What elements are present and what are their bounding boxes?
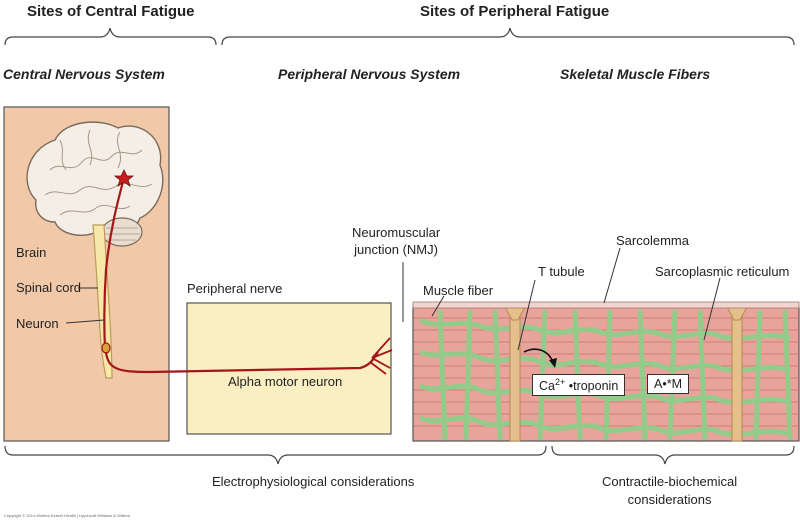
label-spinal-cord: Spinal cord [16, 280, 82, 295]
brace-contractile [551, 445, 795, 465]
label-t-tubule: T tubule [538, 264, 585, 279]
alpha-motor-neuron-axon [104, 351, 379, 374]
subheader-pns: Peripheral Nervous System [278, 66, 461, 82]
spinal-synapse [101, 342, 111, 354]
header-peripheral-fatigue: Sites of Peripheral Fatigue [420, 3, 610, 20]
sarcolemma-pointer [603, 247, 621, 304]
label-neuron: Neuron [16, 316, 59, 331]
label-sarcoplasmic-reticulum: Sarcoplasmic reticulum [655, 264, 790, 279]
label-brain: Brain [16, 245, 47, 260]
ca-troponin-box: Ca2+ •troponin [532, 374, 626, 397]
spinal-cord [92, 224, 113, 379]
ca-charge: 2+ [554, 377, 566, 387]
brace-central [4, 27, 217, 46]
muscle-fiber-block [412, 301, 800, 442]
label-contractile-line1: Contractile-biochemical [602, 474, 738, 489]
label-muscle-fiber: Muscle fiber [423, 283, 494, 298]
ca-symbol: Ca [539, 379, 555, 394]
brace-electro [4, 445, 547, 465]
label-contractile-line2: considerations [627, 492, 712, 507]
neuron-pointer [65, 319, 105, 324]
label-alpha-motor-neuron: Alpha motor neuron [228, 374, 343, 389]
ca-release-arrow [523, 348, 554, 363]
label-electrophysiological: Electrophysiological considerations [212, 474, 415, 489]
brace-peripheral [221, 27, 795, 46]
header-central-fatigue: Sites of Central Fatigue [27, 3, 195, 20]
nmj-branches [369, 337, 393, 375]
muscle-fiber-pointer [431, 295, 445, 317]
copyright-note: Copyright © 2014 Wolters Kluwer Health |… [4, 513, 130, 518]
subheader-cns: Central Nervous System [3, 66, 165, 82]
label-peripheral-nerve: Peripheral nerve [187, 281, 283, 296]
sr-pointer [703, 277, 721, 341]
label-contractile: Contractile-biochemical considerations [602, 474, 737, 507]
t-tubule-pointer [517, 279, 536, 351]
label-nmj-line1: Neuromuscular [352, 225, 441, 240]
actomyosin-box: A•*M [647, 374, 689, 394]
subheader-muscle: Skeletal Muscle Fibers [560, 66, 711, 82]
troponin-text: •troponin [565, 379, 619, 394]
neuron-cell-body-star [113, 169, 135, 187]
label-sarcolemma: Sarcolemma [616, 233, 689, 248]
label-nmj: Neuromuscular junction (NMJ) [352, 225, 440, 257]
upper-motor-neuron [103, 177, 126, 347]
label-nmj-line2: junction (NMJ) [354, 242, 438, 257]
